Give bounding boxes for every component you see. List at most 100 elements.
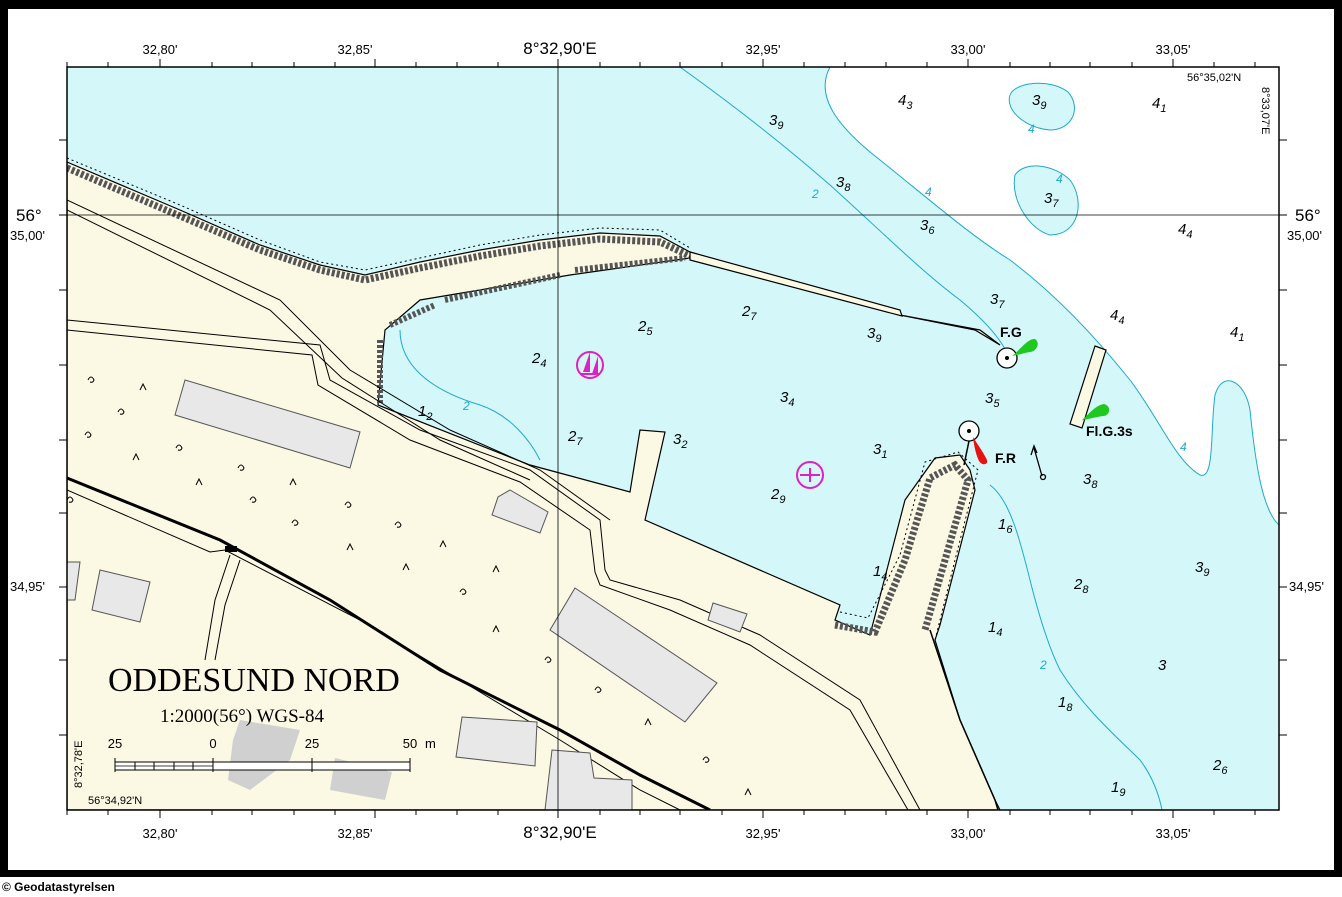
lon-label-top: 32,85' [337, 42, 372, 57]
lon-label-top: 32,80' [142, 42, 177, 57]
lon-label-bottom: 32,85' [337, 826, 372, 841]
sounding: 32 [673, 431, 687, 451]
lon-label-top: 33,00' [950, 42, 985, 57]
soundings: 43 39 41 39 38 37 36 44 37 44 41 27 25 3… [418, 92, 1244, 799]
scale-label: 25 [108, 736, 122, 751]
contour-labels: 2 4 4 4 2 4 2 [462, 122, 1187, 672]
sounding: 39 [769, 112, 783, 132]
sounding: 3 [1158, 657, 1167, 674]
scale-label: 25 [305, 736, 319, 751]
copyright-notice: © Geodatastyrelsen [2, 880, 115, 894]
sounding: 37 [1044, 190, 1059, 210]
breakwater-north-dotted [67, 157, 691, 271]
corner-lat-top-right: 56°35,02'N [1187, 72, 1241, 84]
shoal-contour-4-b [1013, 165, 1079, 236]
contour-label: 2 [462, 399, 470, 413]
sounding: 37 [990, 291, 1005, 311]
sounding: 31 [873, 441, 887, 461]
lat-label-right-2: 34,95' [1289, 579, 1324, 594]
light-label: F.R [995, 450, 1016, 466]
sounding: 38 [836, 174, 851, 194]
inner-jetties [377, 255, 686, 405]
sounding: 35 [985, 390, 1000, 410]
lat-label-right-deg: 56° [1295, 206, 1321, 225]
land-area [67, 161, 1001, 810]
light-label: F.G [1000, 324, 1022, 340]
shoreline-south [929, 629, 999, 810]
sounding: 29 [770, 486, 785, 506]
contour-label: 2 [811, 187, 819, 201]
bottom-longitude-labels: 32,80' 32,85' 8°32,90'E 32,95' 33,00' 33… [142, 823, 1190, 842]
sounding: 43 [898, 92, 913, 112]
southeast-breakwater [834, 460, 972, 636]
light-fr: F.R [958, 420, 1016, 466]
corner-lon-bottom-left: 8°32,78'E [73, 741, 85, 788]
sounding: 14 [873, 563, 887, 583]
sounding: 27 [567, 428, 583, 448]
latitude-labels: 56° 35,00' 34,95' 56° 35,00' 34,95' 56°3… [10, 72, 1324, 807]
sounding: 19 [1111, 779, 1125, 799]
contour-label: 4 [1056, 172, 1063, 186]
sounding: 39 [1195, 559, 1209, 579]
lon-label-top: 32,95' [745, 42, 780, 57]
lat-label-left-2: 34,95' [10, 579, 45, 594]
map-body [67, 67, 1279, 810]
lon-label-top: 8°32,90'E [523, 39, 596, 58]
scale-label: 0 [209, 736, 216, 751]
chart-title: ODDESUND NORD [108, 662, 400, 699]
top-longitude-labels: 32,80' 32,85' 8°32,90'E 32,95' 33,00' 33… [142, 39, 1190, 58]
sounding: 14 [988, 619, 1002, 639]
sounding: 44 [1178, 221, 1192, 241]
light-flg: Fl.G.3s [1082, 404, 1133, 439]
light-fg: F.G [996, 324, 1038, 369]
lon-label-bottom: 33,05' [1155, 826, 1190, 841]
sounding: 44 [1110, 307, 1124, 327]
green-light-flare-icon [1082, 404, 1110, 420]
east-mole [689, 251, 903, 317]
sounding: 24 [531, 350, 546, 370]
sounding: 41 [1230, 324, 1244, 344]
lon-label-top: 33,05' [1155, 42, 1190, 57]
roads [67, 199, 921, 810]
shoal-contour-4-a [1008, 82, 1075, 131]
sounding: 26 [1212, 757, 1228, 777]
corner-lat-bottom-left: 56°34,92'N [88, 795, 142, 807]
detached-pier [1069, 345, 1107, 429]
sounding: 39 [1032, 92, 1046, 112]
breakwater-north [67, 164, 692, 284]
border-ticks [59, 59, 1287, 818]
red-light-flare-icon [973, 437, 988, 465]
lon-label-bottom: 32,80' [142, 826, 177, 841]
sounding: 12 [418, 403, 432, 423]
southeast-breakwater-dotted [839, 451, 979, 641]
lon-label-bottom: 8°32,90'E [523, 823, 596, 842]
map-border [66, 66, 1280, 811]
light-label: Fl.G.3s [1086, 423, 1133, 439]
sounding: 27 [741, 303, 757, 323]
chart-subtitle: 1:2000(56°) WGS-84 [160, 706, 324, 727]
marina-symbol [576, 351, 604, 379]
sounding: 16 [998, 516, 1013, 536]
lat-label-right-min: 35,00' [1287, 228, 1322, 243]
depth-contour-2-harbour [399, 329, 541, 461]
beacon-arrow-icon [1030, 444, 1047, 481]
sounding: 28 [1073, 576, 1089, 596]
depth-contour-2-outer [679, 67, 1011, 361]
sounding: 39 [867, 325, 881, 345]
scale-unit: m [425, 736, 436, 751]
lon-label-bottom: 33,00' [950, 826, 985, 841]
railway [67, 476, 711, 810]
sounding: 25 [637, 318, 653, 338]
sounding: 18 [1058, 694, 1073, 714]
green-light-flare-icon [1012, 338, 1038, 356]
depth-contour-4 [824, 67, 1279, 526]
deep-water-area [825, 67, 1279, 525]
contour-label: 2 [1039, 658, 1047, 672]
sounding: 41 [1152, 95, 1166, 115]
vegetation-symbols [67, 376, 752, 796]
lat-label-left-min: 35,00' [10, 228, 45, 243]
corner-lon-top-right: 8°33,07'E [1259, 87, 1271, 134]
railway-side [67, 489, 681, 810]
sounding: 36 [920, 217, 935, 237]
buildings [67, 379, 748, 810]
